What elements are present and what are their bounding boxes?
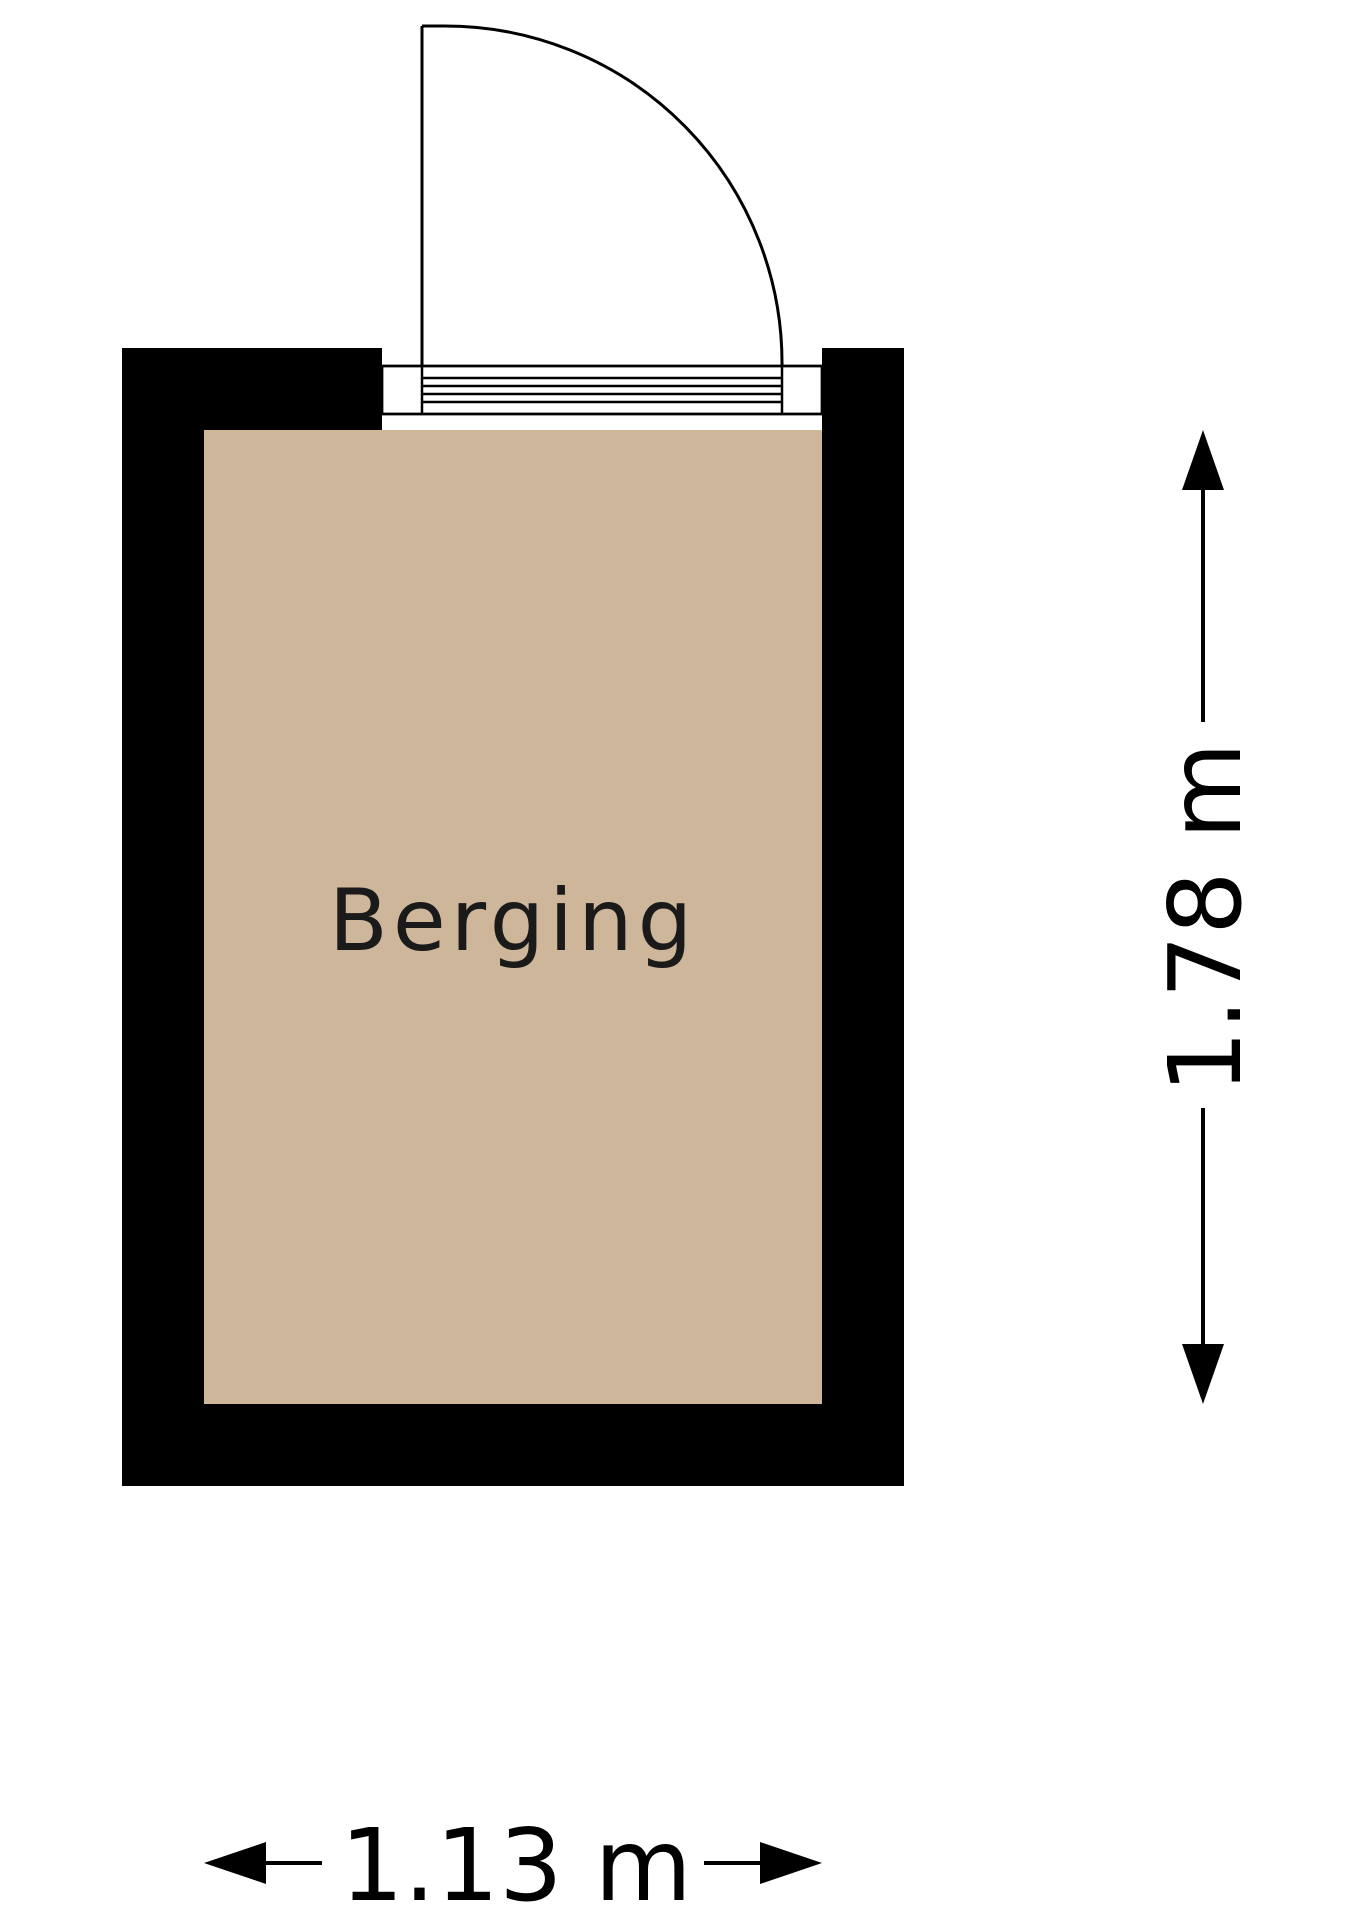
height-dimension: 1.78 m [1147, 430, 1264, 1404]
arrow-right-icon [704, 1842, 822, 1884]
height-label: 1.78 m [1147, 742, 1264, 1094]
arrow-down-icon [1182, 1108, 1224, 1404]
room-name: Berging [329, 871, 697, 971]
arrow-left-icon [204, 1842, 322, 1884]
wall-right [822, 348, 904, 1486]
wall-bottom [122, 1404, 904, 1486]
wall-top-right [822, 348, 904, 430]
width-dimension: 1.13 m [204, 1807, 822, 1920]
room-floor [204, 430, 822, 1404]
walls [122, 348, 904, 1486]
wall-left [122, 348, 204, 1486]
width-label: 1.13 m [340, 1807, 692, 1920]
arrow-up-icon [1182, 430, 1224, 722]
door-swing-icon [420, 24, 784, 367]
wall-top-left [122, 348, 382, 430]
door-opening [380, 364, 824, 416]
